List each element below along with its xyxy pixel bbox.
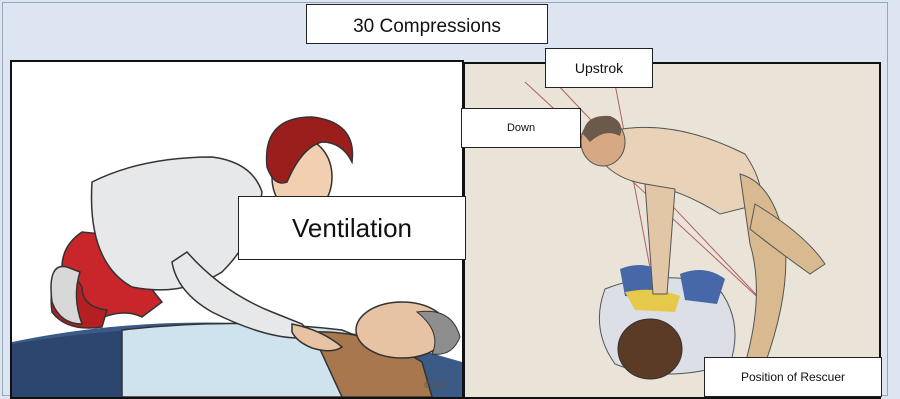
position-of-rescuer-label: Position of Rescuer xyxy=(704,357,882,397)
illustration-signature: ©LMC xyxy=(424,380,450,390)
upstroke-label: Upstrok xyxy=(545,48,653,88)
ventilation-label: Ventilation xyxy=(238,196,466,260)
down-label: Down xyxy=(461,108,581,148)
compressions-label: 30 Compressions xyxy=(306,4,548,44)
